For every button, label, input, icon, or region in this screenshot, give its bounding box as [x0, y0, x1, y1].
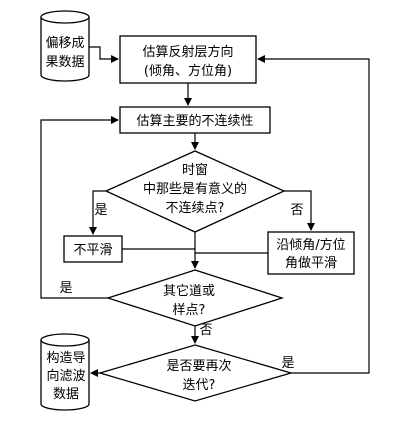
smooth-along-line1: 沿倾角/方位: [276, 237, 345, 253]
connectors: [40, 46, 370, 377]
estimate-orientation-line2: (倾角、方位角): [144, 63, 232, 79]
connector-iterate-yes-loop: [257, 55, 370, 374]
decision-window-line3: 不连续点?: [166, 200, 225, 216]
decision-other-traces: 其它道或 样点?: [105, 269, 285, 327]
label-no-down: 否: [199, 323, 212, 338]
decision-other-line1: 其它道或: [163, 283, 215, 299]
label-yes-loop: 是: [59, 281, 72, 296]
input-db-line1: 偏移成: [45, 36, 84, 51]
label-yes-iterate: 是: [281, 356, 294, 371]
box-no-smooth: 不平滑: [63, 235, 123, 263]
smooth-along-line2: 角做平滑: [285, 256, 337, 271]
output-db-line3: 数据: [53, 387, 79, 402]
connector-window-yes: [89, 190, 106, 235]
output-db-line2: 向滤波: [46, 368, 85, 384]
decision-iterate-line2: 迭代?: [183, 378, 216, 393]
decision-window-line1: 时窗: [182, 162, 208, 178]
label-no-right: 否: [290, 203, 303, 218]
connector-window-no: [284, 190, 315, 231]
box-estimate-discontinuity: 估算主要的不连续性: [119, 106, 271, 134]
output-db-line1: 构造导: [46, 351, 85, 366]
estimate-discontinuity-label: 估算主要的不连续性: [136, 113, 253, 129]
decision-window-line2: 中那些是有意义的: [143, 181, 247, 197]
input-database: 偏移成 果数据: [40, 10, 90, 82]
decision-iterate-line1: 是否要再次: [166, 358, 231, 374]
box-estimate-orientation: 估算反射层方向 (倾角、方位角): [119, 35, 257, 84]
decision-iterate: 是否要再次 迭代?: [97, 344, 294, 402]
output-database: 构造导 向滤波 数据: [40, 333, 90, 411]
estimate-orientation-line1: 估算反射层方向: [142, 44, 233, 60]
label-yes-left: 是: [94, 203, 107, 218]
input-db-line2: 果数据: [45, 55, 84, 70]
connector-other-yes-loop: [40, 116, 119, 299]
decision-window: 时窗 中那些是有意义的 不连续点?: [104, 150, 286, 233]
connector-input-to-orientation: [89, 46, 119, 63]
box-smooth-along: 沿倾角/方位 角做平滑: [267, 231, 355, 275]
no-smooth-label: 不平滑: [73, 243, 112, 258]
decision-other-line2: 样点?: [173, 303, 206, 318]
